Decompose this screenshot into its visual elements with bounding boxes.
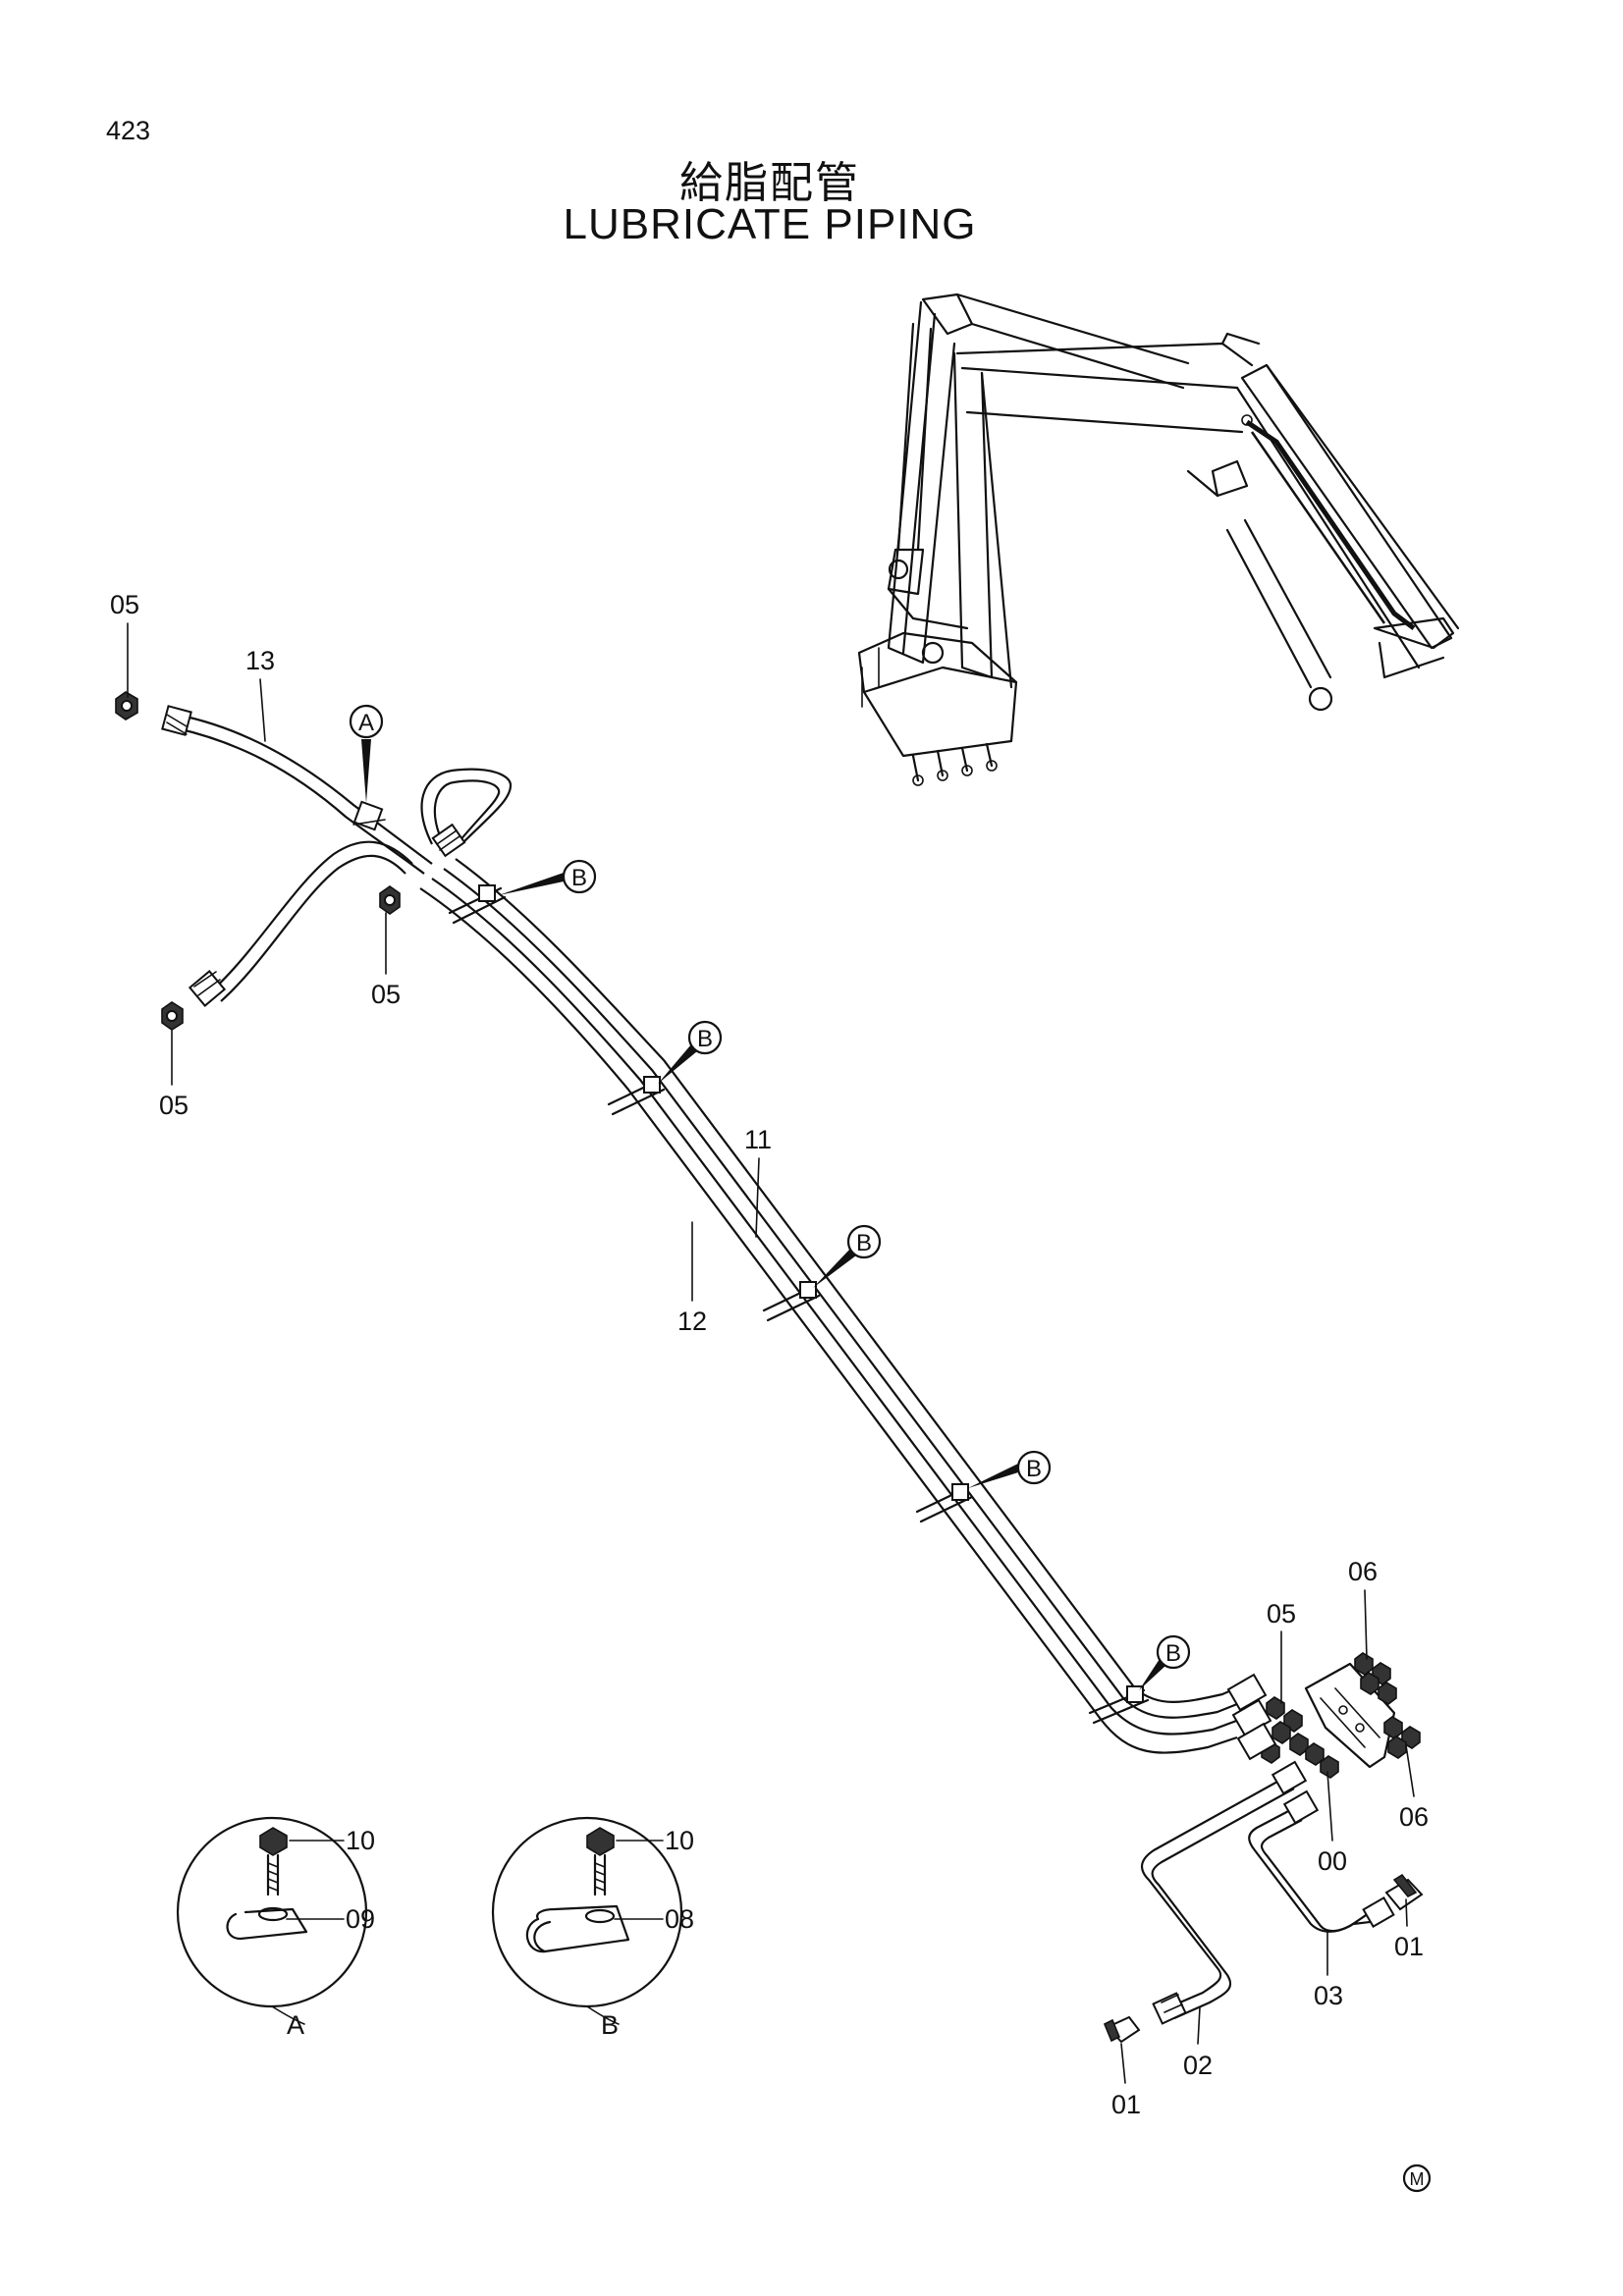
part-label: 06 bbox=[1399, 1802, 1429, 1832]
grease-fitting-group bbox=[1383, 1716, 1421, 1759]
part-label: 02 bbox=[1183, 2051, 1213, 2080]
hose-end-fitting bbox=[188, 970, 227, 1007]
detail-a-clamp-label: 09 bbox=[346, 1904, 375, 1934]
svg-text:B: B bbox=[1165, 1640, 1181, 1667]
hose-bundle bbox=[419, 858, 1246, 1754]
grease-fitting-group bbox=[1354, 1652, 1397, 1705]
svg-text:B: B bbox=[856, 1230, 872, 1256]
grease-nipple bbox=[115, 691, 138, 721]
part-label: 13 bbox=[245, 646, 275, 675]
title-japanese: 給脂配管 bbox=[679, 158, 860, 208]
steel-pipes bbox=[1103, 1760, 1424, 2044]
detail-b-bolt-label: 10 bbox=[665, 1826, 694, 1855]
callout-b2: B bbox=[658, 1020, 723, 1084]
detail-a-bolt-label: 10 bbox=[346, 1826, 375, 1855]
detail-b-caption: B bbox=[601, 2010, 619, 2040]
pipe-nut bbox=[1152, 1992, 1187, 2025]
title-english: LUBRICATE PIPING bbox=[563, 200, 977, 248]
clamp-a bbox=[352, 800, 386, 831]
svg-text:A: A bbox=[358, 710, 374, 736]
callout-b1: B bbox=[499, 859, 597, 895]
grease-nipple bbox=[161, 1001, 184, 1031]
detail-b-clamp-label: 08 bbox=[665, 1904, 694, 1934]
grease-fitting-group bbox=[1305, 1742, 1339, 1779]
upper-hoses bbox=[115, 691, 513, 1031]
part-label: 11 bbox=[744, 1125, 772, 1154]
svg-text:B: B bbox=[1026, 1456, 1042, 1482]
part-label: 06 bbox=[1348, 1557, 1378, 1586]
clamp-band bbox=[762, 1281, 821, 1322]
part-labels: 05 13 05 05 11 12 05 06 06 00 01 03 02 0… bbox=[110, 590, 1429, 2119]
clamp-bands bbox=[448, 884, 1150, 1725]
hose-end-fitting bbox=[431, 823, 466, 858]
detail-a-caption: A bbox=[287, 2010, 304, 2040]
part-label: 05 bbox=[1267, 1599, 1296, 1629]
detail-b: 10 08 B bbox=[491, 1816, 694, 2040]
grease-nipple bbox=[379, 885, 401, 915]
svg-text:B: B bbox=[697, 1026, 713, 1052]
page-number: 423 bbox=[106, 116, 151, 145]
hose-end-fitting bbox=[161, 705, 192, 736]
detail-a: 10 09 A bbox=[176, 1816, 375, 2040]
grease-fitting-group bbox=[1261, 1696, 1309, 1764]
clamp-band bbox=[607, 1076, 666, 1116]
grease-elbow bbox=[1103, 2015, 1141, 2044]
pipe-nut bbox=[1362, 1896, 1395, 1929]
part-label: 12 bbox=[677, 1307, 707, 1336]
clamp-band bbox=[448, 884, 507, 925]
part-label: 01 bbox=[1394, 1932, 1424, 1961]
part-label: 01 bbox=[1111, 2090, 1141, 2119]
svg-text:M: M bbox=[1410, 2169, 1425, 2189]
part-label: 05 bbox=[110, 590, 139, 619]
part-label: 05 bbox=[371, 980, 401, 1009]
clamp-band bbox=[915, 1483, 974, 1523]
callout-b3: B bbox=[813, 1224, 882, 1288]
m-mark: M bbox=[1402, 2163, 1432, 2193]
excavator-attachment-illustration bbox=[857, 293, 1460, 786]
part-label: 05 bbox=[159, 1091, 189, 1120]
grease-elbow bbox=[1384, 1873, 1424, 1911]
callout-b4: B bbox=[968, 1450, 1052, 1488]
callout-b5: B bbox=[1139, 1634, 1191, 1690]
distribution-block bbox=[1226, 1652, 1421, 1779]
callout-a: A bbox=[349, 704, 384, 803]
svg-text:B: B bbox=[571, 865, 587, 891]
part-label: 03 bbox=[1314, 1981, 1343, 2010]
part-label: 00 bbox=[1318, 1846, 1347, 1876]
